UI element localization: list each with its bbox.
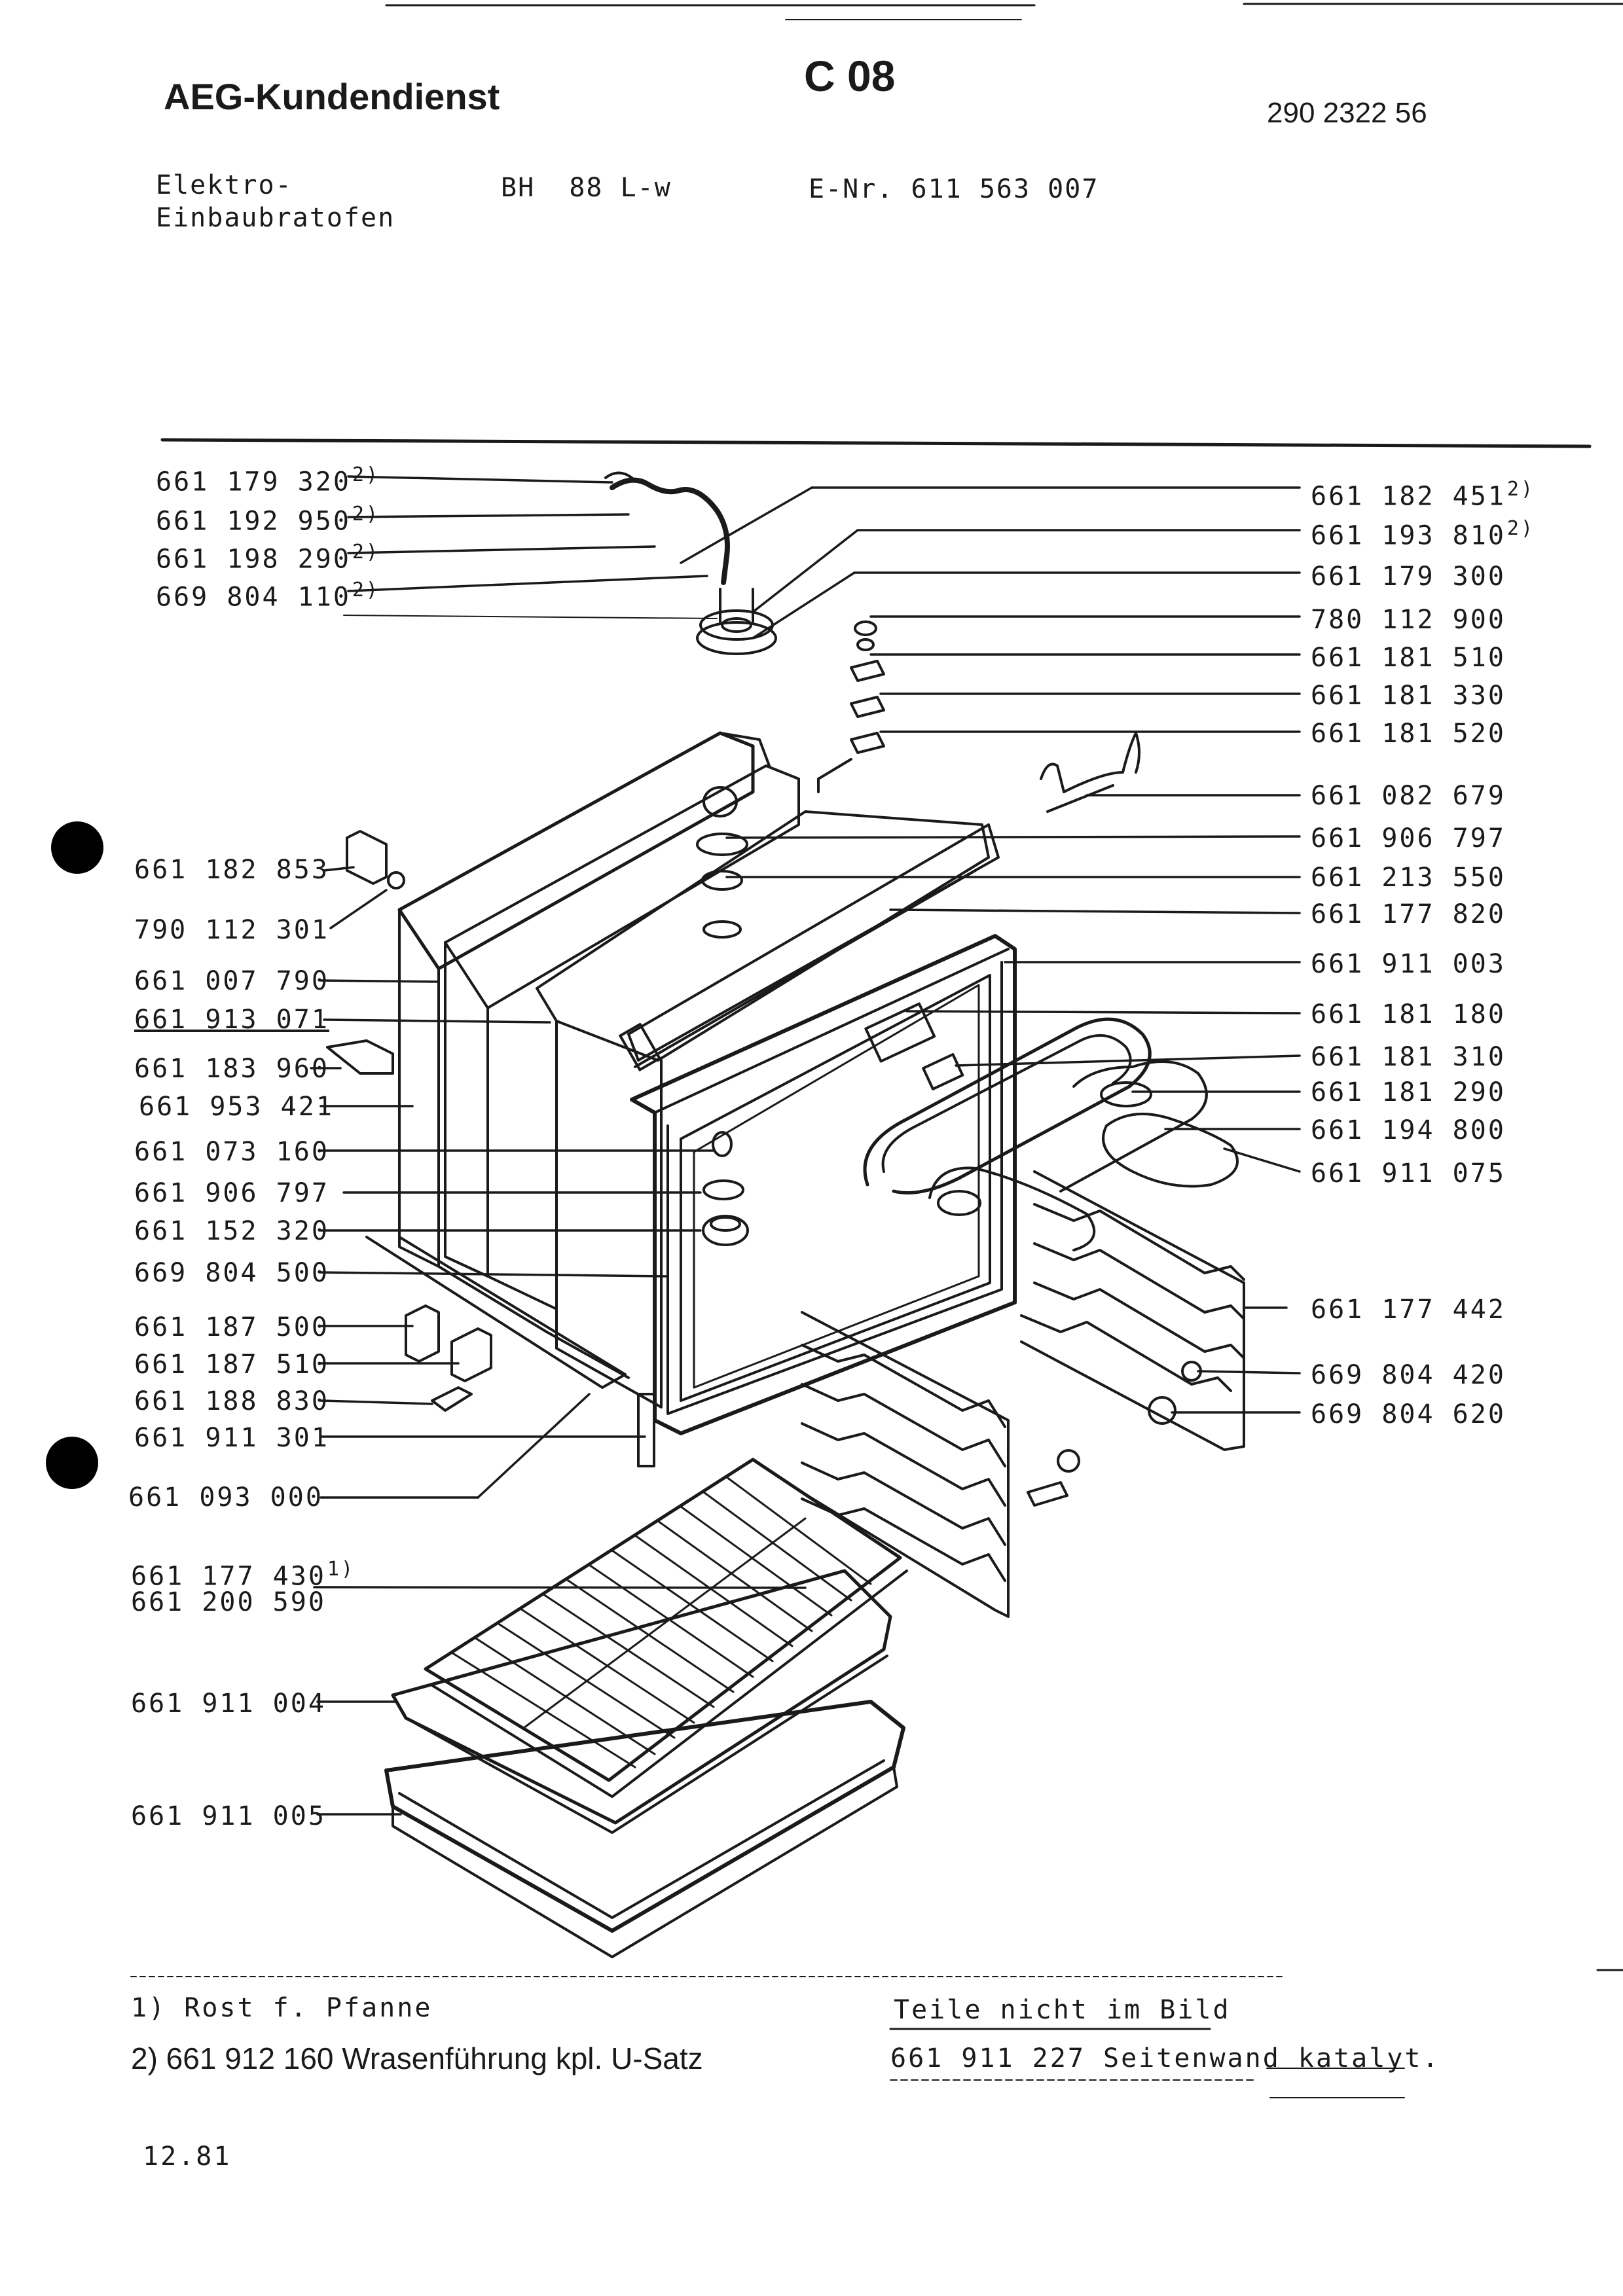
product-line-2: Einbaubratofen bbox=[156, 203, 395, 233]
document-number: 290 2322 56 bbox=[1267, 97, 1427, 129]
footnote-2: 2) 661 912 160 Wrasenführung kpl. U-Satz bbox=[131, 2041, 703, 2075]
part-label-right-19: 669 804 420 bbox=[1311, 1360, 1506, 1390]
part-label-right-17: 661 911 075 bbox=[1311, 1158, 1506, 1189]
part-label-left-2: 661 192 9502) bbox=[156, 503, 380, 537]
part-label-left-10: 661 953 421 bbox=[139, 1092, 334, 1122]
part-label-right-7: 661 181 520 bbox=[1311, 719, 1506, 749]
part-label-left-14: 669 804 500 bbox=[134, 1258, 329, 1288]
page-code: C 08 bbox=[804, 52, 896, 100]
part-label-left-22: 661 911 004 bbox=[131, 1689, 326, 1719]
marker-dot-upper bbox=[51, 821, 103, 874]
not-shown-item: 661 911 227 Seitenwand katalyt. bbox=[890, 2043, 1440, 2073]
part-label-right-10: 661 213 550 bbox=[1311, 863, 1506, 893]
part-label-right-4: 780 112 900 bbox=[1311, 605, 1506, 635]
part-label-right-13: 661 181 180 bbox=[1311, 999, 1506, 1030]
part-label-right-3: 661 179 300 bbox=[1311, 562, 1506, 592]
part-label-left-23: 661 911 005 bbox=[131, 1801, 326, 1831]
model-number: BH 88 L-w bbox=[501, 173, 672, 203]
part-label-right-8: 661 082 679 bbox=[1311, 781, 1506, 811]
part-label-right-9: 661 906 797 bbox=[1311, 823, 1506, 853]
part-label-left-8: 661 913 071 bbox=[134, 1005, 329, 1035]
date-stamp: 12.81 bbox=[143, 2142, 232, 2172]
part-label-left-17: 661 188 830 bbox=[134, 1386, 329, 1416]
footnote-1: 1) Rost f. Pfanne bbox=[131, 1993, 433, 2023]
part-label-right-2: 661 193 8102) bbox=[1311, 517, 1535, 551]
part-label-right-20: 669 804 620 bbox=[1311, 1399, 1506, 1429]
part-label-left-7: 661 007 790 bbox=[134, 966, 329, 996]
part-label-right-14: 661 181 310 bbox=[1311, 1042, 1506, 1072]
part-label-left-15: 661 187 500 bbox=[134, 1312, 329, 1342]
part-label-right-15: 661 181 290 bbox=[1311, 1077, 1506, 1107]
part-label-right-11: 661 177 820 bbox=[1311, 899, 1506, 929]
not-shown-title: Teile nicht im Bild bbox=[894, 1995, 1231, 2025]
part-label-left-5: 661 182 853 bbox=[134, 855, 329, 885]
part-label-right-16: 661 194 800 bbox=[1311, 1115, 1506, 1145]
part-label-left-3: 661 198 2902) bbox=[156, 541, 380, 575]
part-label-left-1: 661 179 3202) bbox=[156, 463, 380, 497]
part-label-right-18: 661 177 442 bbox=[1311, 1295, 1506, 1325]
e-number: E-Nr. 611 563 007 bbox=[809, 174, 1099, 204]
part-label-left-21: 661 200 590 bbox=[131, 1587, 326, 1617]
part-label-right-5: 661 181 510 bbox=[1311, 643, 1506, 673]
part-label-right-12: 661 911 003 bbox=[1311, 949, 1506, 979]
part-label-left-4: 669 804 1102) bbox=[156, 579, 380, 613]
part-label-left-13: 661 152 320 bbox=[134, 1216, 329, 1246]
part-label-left-11: 661 073 160 bbox=[134, 1137, 329, 1167]
part-label-left-20: 661 177 4301) bbox=[131, 1558, 356, 1592]
part-label-left-6: 790 112 301 bbox=[134, 915, 329, 945]
part-label-right-6: 661 181 330 bbox=[1311, 681, 1506, 711]
part-label-left-18: 661 911 301 bbox=[134, 1423, 329, 1453]
part-label-left-9: 661 183 960 bbox=[134, 1054, 329, 1084]
part-label-left-19: 661 093 000 bbox=[128, 1482, 323, 1513]
part-label-left-12: 661 906 797 bbox=[134, 1178, 329, 1208]
brand-title: AEG-Kundendienst bbox=[164, 76, 500, 117]
product-line-1: Elektro- bbox=[156, 170, 293, 200]
part-label-right-1: 661 182 4512) bbox=[1311, 478, 1535, 512]
marker-dot-lower bbox=[46, 1437, 98, 1489]
part-label-left-16: 661 187 510 bbox=[134, 1350, 329, 1380]
